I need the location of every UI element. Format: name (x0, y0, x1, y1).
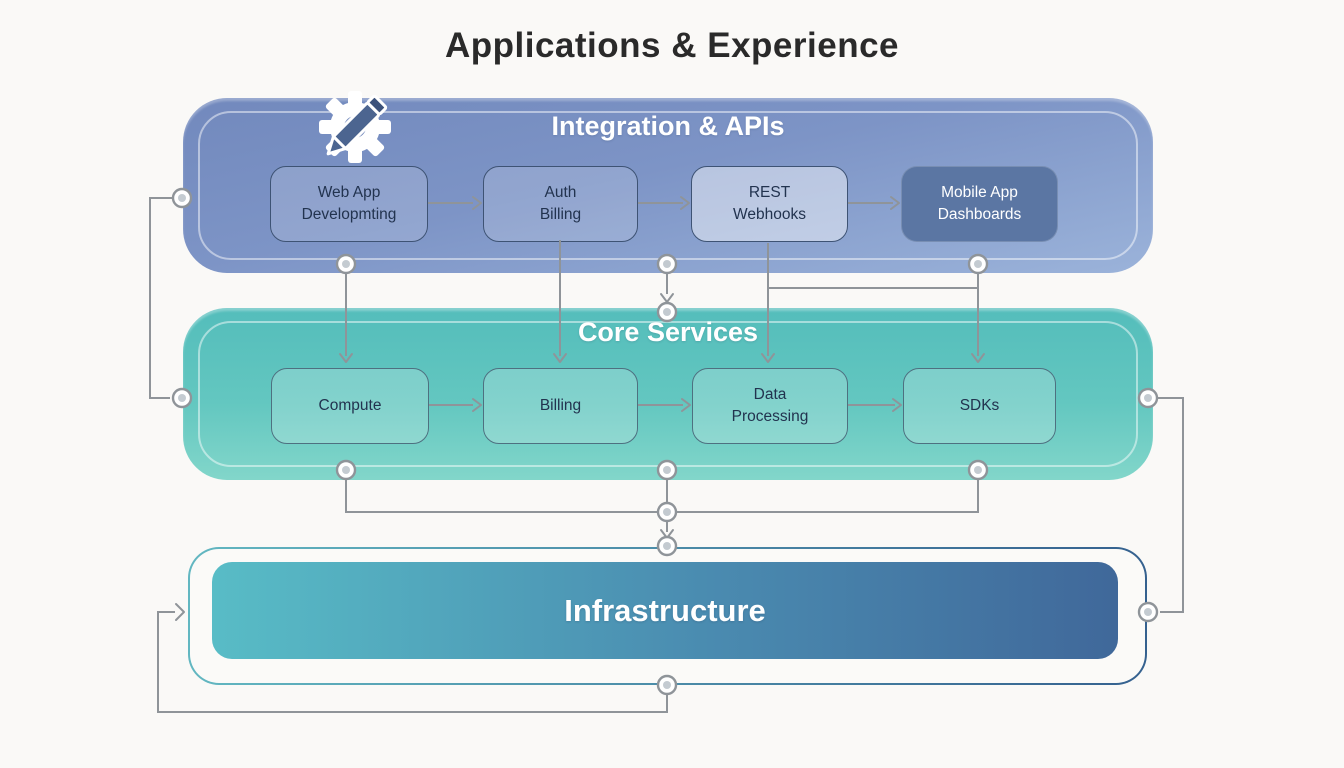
arrowhead-down-billing (553, 353, 567, 363)
node-label-line: Auth (544, 184, 577, 202)
connector-sdks-merge (674, 480, 979, 513)
arrowhead-right-mobile (890, 196, 900, 210)
arrowhead-down-compute (339, 353, 353, 363)
node-label-line: Webhooks (733, 206, 806, 223)
infrastructure-title: Infrastructure (564, 592, 766, 628)
node-sdks: SDKs (903, 368, 1056, 444)
gear-pencil-icon (315, 87, 395, 167)
node-compute: Compute (271, 368, 429, 444)
connector-bottom-loop (157, 611, 668, 713)
node-label-line: Web App (317, 184, 381, 202)
node-label-line: Mobile App (941, 184, 1018, 202)
node-billing: Billing (483, 368, 638, 444)
node-label-line: Data (753, 386, 787, 404)
node-label-line: Billing (539, 206, 582, 223)
connector-lines (149, 197, 1184, 713)
node-label-line: Billing (539, 397, 582, 415)
connector-right-loop (1157, 397, 1184, 613)
arrowhead-down-data (761, 353, 775, 363)
arrowhead-right-data2 (681, 398, 691, 412)
layer-infrastructure: Infrastructure (212, 562, 1118, 659)
integration-title: Integration & APIs (551, 111, 785, 141)
arrowhead-right-rest (680, 196, 690, 210)
gear-pencil-icon-svg (319, 91, 391, 163)
node-label-line: SDKs (959, 397, 1000, 415)
node-data-processing: Data Processing (692, 368, 848, 444)
node-web-app-development: Web App Developmting (270, 166, 428, 242)
node-label-line: REST (748, 184, 791, 202)
port-circles (171, 187, 1159, 696)
node-label-line: Developmting (301, 206, 397, 223)
arrowhead-down-sdks (971, 353, 985, 363)
node-label-line: Processing (731, 408, 809, 425)
pencil-icon (326, 94, 388, 156)
page-title: Applications & Experience (444, 26, 900, 65)
arrowhead-down-center (660, 293, 674, 303)
arrowhead-right-sdks2 (892, 398, 902, 412)
arrowhead-right-infrastructure (175, 603, 185, 621)
node-mobile-app-dashboards: Mobile App Dashboards (901, 166, 1058, 242)
port-circle-dots (178, 194, 1152, 689)
node-rest-webhooks: REST Webhooks (691, 166, 848, 242)
arrowheads (175, 196, 985, 621)
node-label-line: Dashboards (937, 206, 1022, 223)
arrowhead-right-auth (472, 196, 482, 210)
node-label-line: Compute (318, 397, 382, 415)
connector-compute-merge (345, 480, 660, 513)
arrowhead-right-billing2 (472, 398, 482, 412)
connector-left-loop (149, 197, 182, 399)
